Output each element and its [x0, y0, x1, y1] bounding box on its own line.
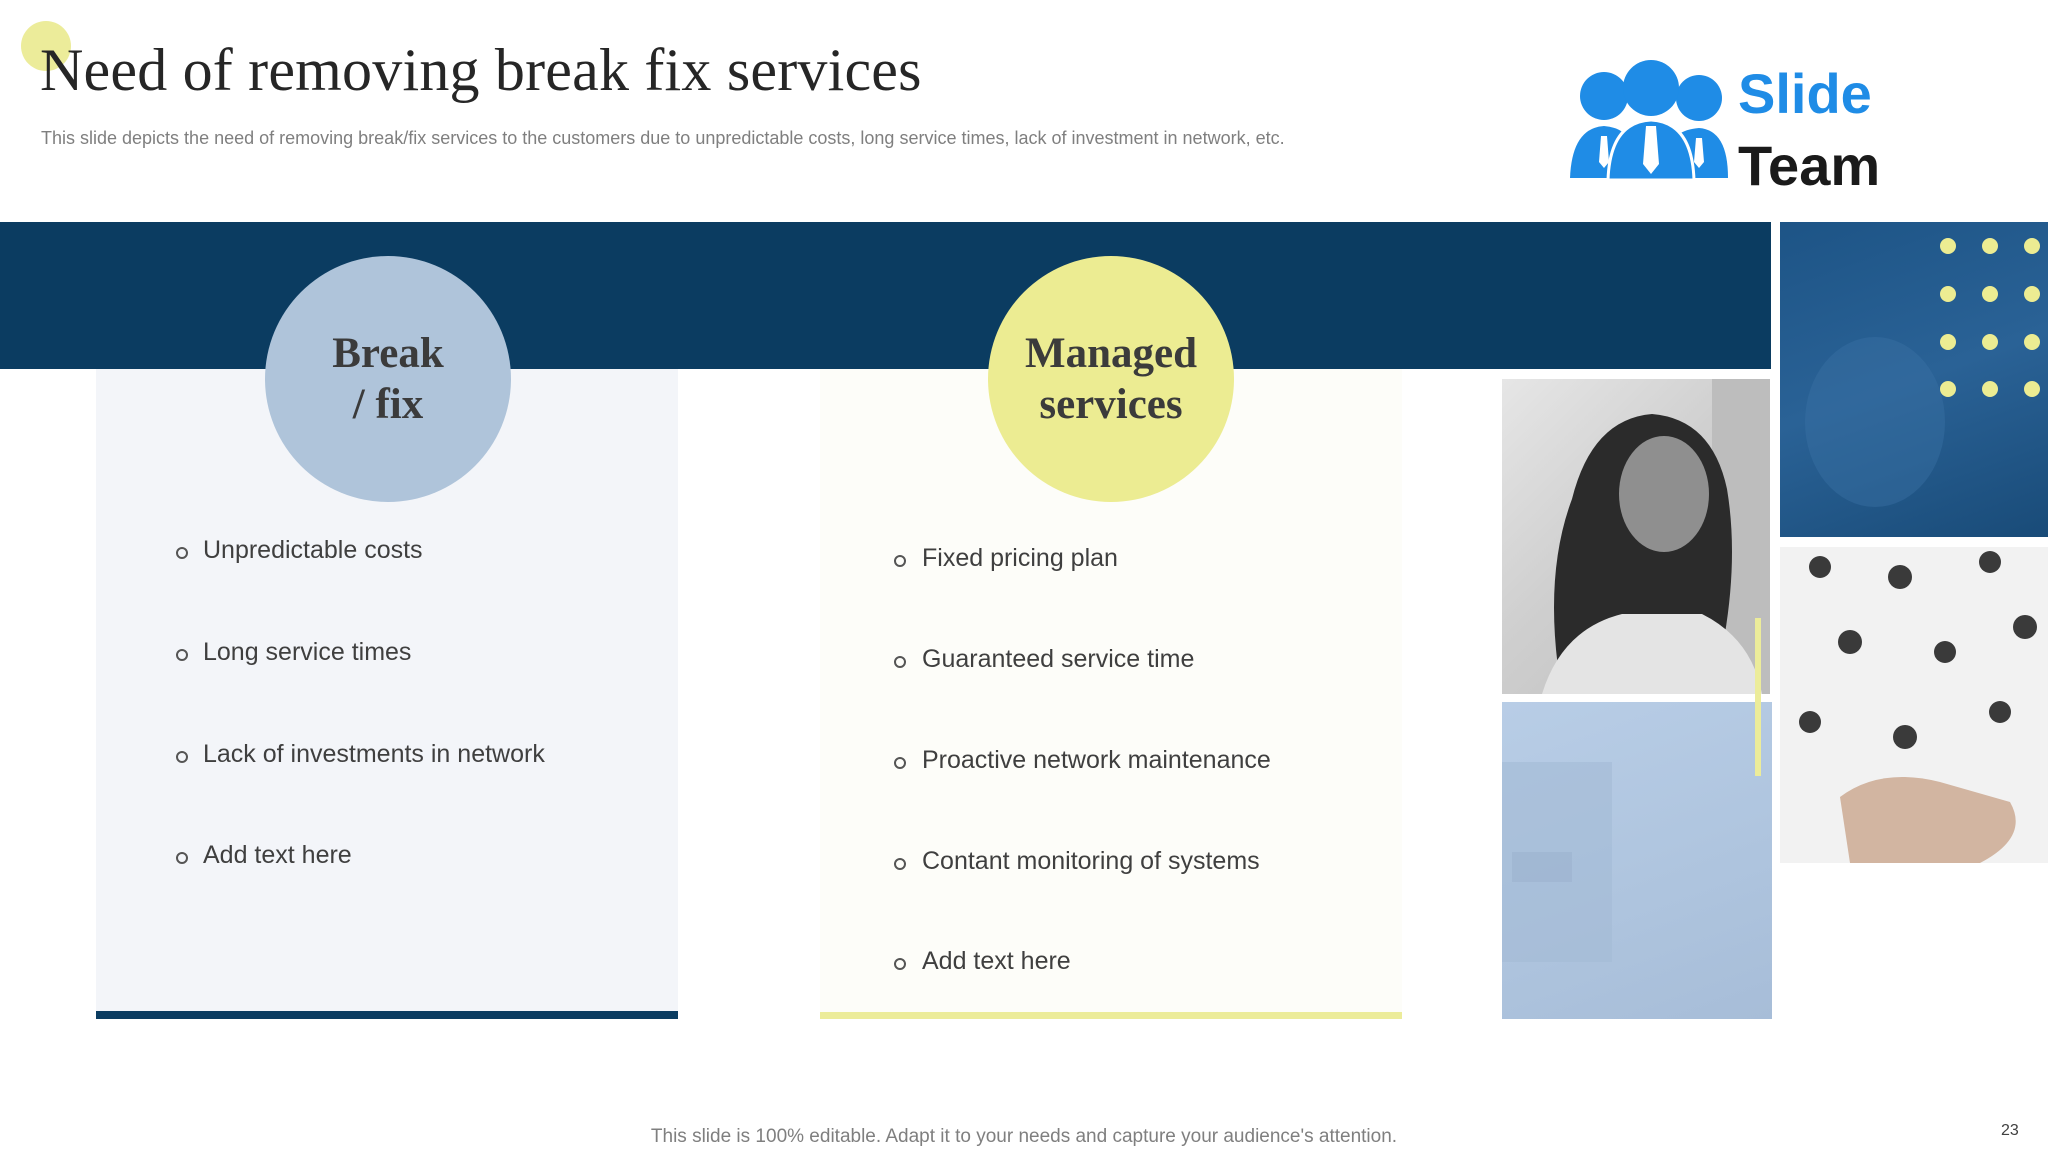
managed-item: Add text here: [922, 947, 1071, 975]
footer-note: This slide is 100% editable. Adapt it to…: [650, 1126, 1398, 1147]
managed-services-heading-circle: Managed services: [988, 256, 1234, 502]
managed-item: Guaranteed service time: [922, 645, 1195, 673]
bullet-icon: [894, 858, 906, 870]
bullet-icon: [894, 757, 906, 769]
bullet-icon: [176, 751, 188, 763]
managed-item: Fixed pricing plan: [922, 544, 1118, 572]
page-number: 23: [2001, 1122, 2019, 1139]
bullet-icon: [894, 656, 906, 668]
logo-text-team: Team: [1738, 134, 1881, 197]
title-accent-dot: [21, 21, 71, 71]
photo-hands-polka-dot: [1780, 547, 2048, 863]
break-fix-item: Add text here: [203, 841, 352, 869]
break-fix-heading-circle: Break / fix: [265, 256, 511, 502]
break-fix-item: Unpredictable costs: [203, 536, 423, 564]
managed-item: Contant monitoring of systems: [922, 847, 1260, 875]
bullet-icon: [894, 555, 906, 567]
break-fix-heading-line1: Break: [332, 330, 444, 377]
bullet-icon: [176, 649, 188, 661]
managed-heading-line1: Managed: [1025, 330, 1197, 377]
yellow-accent-bar: [1755, 618, 1761, 776]
logo-text-slide: Slide: [1738, 62, 1872, 125]
managed-item: Proactive network maintenance: [922, 746, 1271, 774]
break-fix-item: Lack of investments in network: [203, 740, 545, 768]
break-fix-item: Long service times: [203, 638, 412, 666]
managed-heading-line2: services: [1039, 381, 1183, 428]
break-fix-heading-line2: / fix: [352, 381, 424, 428]
bullet-icon: [176, 852, 188, 864]
team-people-icon: [1570, 60, 1728, 182]
photo-desk-blue-tint: [1502, 702, 1772, 1019]
photo-smiling-woman: [1502, 379, 1770, 694]
bullet-icon: [894, 958, 906, 970]
slide-title: Need of removing break fix services: [40, 37, 922, 103]
bullet-icon: [176, 547, 188, 559]
slide-subtitle: This slide depicts the need of removing …: [41, 128, 1285, 148]
photo-person-laptop-blue: [1780, 222, 2048, 537]
header-band: [0, 222, 1771, 369]
